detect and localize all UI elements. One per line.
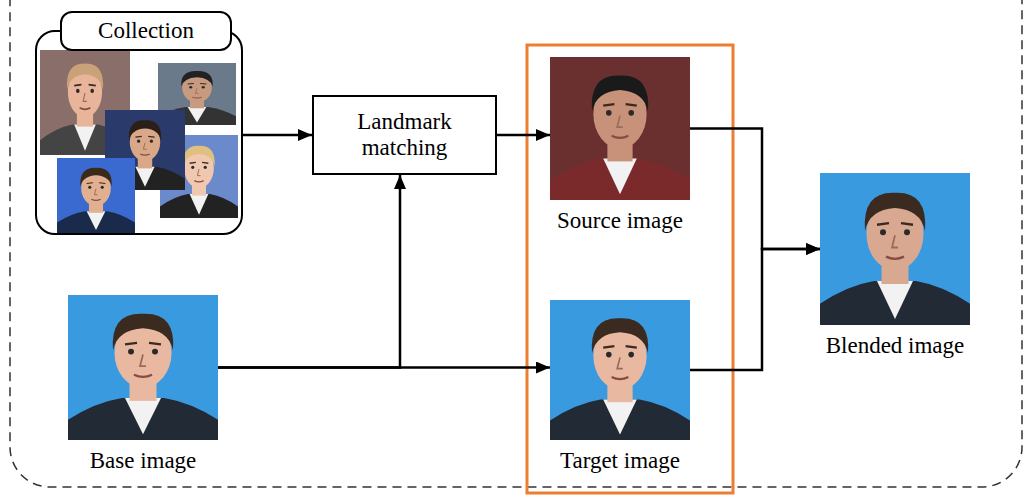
arrow-connector [243,134,312,137]
image-caption: Source image [510,208,730,234]
face-photo [57,158,135,233]
arrow-connector [690,129,820,250]
arrow-connector [690,249,820,370]
base-photo [68,295,218,440]
target-photo [550,300,690,440]
highlight-frame [527,45,733,493]
image-node: Base image [68,295,218,474]
blended-photo [820,173,970,325]
collection-group: Collection [35,30,243,235]
group-heading: Collection [60,11,232,51]
image-node: Source image [550,57,690,234]
arrow-connector [497,134,550,137]
process-box: Landmark matching [312,95,497,175]
arrow-connector [218,366,550,369]
arrow-connector [218,175,400,368]
image-caption: Base image [28,448,258,474]
image-node: Blended image [820,173,970,359]
dashed-frame [10,0,1022,487]
source-photo [550,57,690,200]
image-caption: Blended image [780,333,1010,359]
image-node: Target image [550,300,690,474]
box-label: Landmark matching [324,109,485,162]
image-caption: Target image [510,448,730,474]
